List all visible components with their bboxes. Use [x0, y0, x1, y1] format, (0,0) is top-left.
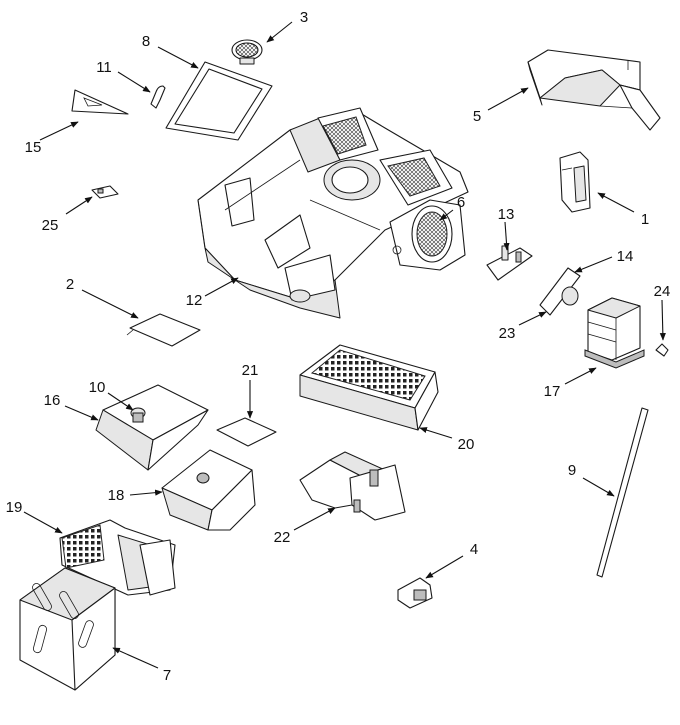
- part-10-thermostat: [130, 407, 146, 423]
- callout-25: 25: [42, 217, 59, 234]
- leader-14: [574, 256, 613, 273]
- callout-23: 23: [499, 325, 516, 342]
- callout-9: 9: [568, 462, 576, 479]
- callout-1: 1: [641, 211, 649, 228]
- leader-20: [419, 427, 453, 439]
- leader-10: [107, 392, 134, 411]
- leader-8: [157, 46, 199, 69]
- part-14-capacitor-bracket: [539, 267, 581, 316]
- part-24-clip: [655, 343, 669, 357]
- leader-4: [425, 555, 464, 579]
- part-16-top-cover: [95, 384, 209, 471]
- leader-15: [39, 121, 79, 141]
- part-1-bracket: [559, 151, 591, 213]
- callout-15: 15: [25, 139, 42, 156]
- part-3-fan-motor: [231, 39, 263, 65]
- leader-19: [23, 511, 63, 534]
- part-22-damper-assembly: [299, 451, 406, 521]
- callout-14: 14: [617, 248, 634, 265]
- part-18-box-bracket: [161, 449, 256, 531]
- part-5-duct-cover: [527, 49, 661, 131]
- leader-24: [659, 299, 666, 341]
- callout-18: 18: [108, 487, 125, 504]
- leader-12: [204, 277, 239, 297]
- leader-23: [518, 311, 547, 326]
- leader-1: [597, 192, 635, 213]
- callout-21: 21: [242, 362, 259, 379]
- part-19-shroud: [59, 519, 176, 596]
- leader-2: [81, 289, 139, 319]
- leader-25: [65, 196, 93, 215]
- callout-24: 24: [654, 283, 671, 300]
- part-11-tube: [150, 85, 166, 109]
- leader-13: [503, 221, 510, 251]
- leader-18: [129, 489, 163, 496]
- part-7-frame: [19, 567, 116, 691]
- leader-7: [112, 647, 159, 669]
- callout-11: 11: [96, 59, 112, 76]
- part-20-grate-tray: [299, 344, 439, 431]
- leader-3: [266, 21, 293, 43]
- part-25-small-bracket: [91, 185, 119, 199]
- callout-5: 5: [473, 108, 481, 125]
- part-15-label-plate: [71, 89, 129, 115]
- part-9-rod: [596, 407, 649, 578]
- callout-22: 22: [274, 529, 291, 546]
- callout-3: 3: [300, 9, 308, 26]
- leader-9: [582, 477, 615, 497]
- leader-16: [64, 405, 99, 421]
- leader-22: [293, 507, 336, 531]
- callout-4: 4: [470, 541, 478, 558]
- part-17-transformer: [584, 297, 645, 369]
- part-21-insulation-plate: [216, 417, 277, 447]
- callout-8: 8: [142, 33, 150, 50]
- callout-10: 10: [89, 379, 106, 396]
- callout-16: 16: [44, 392, 61, 409]
- callout-17: 17: [544, 383, 561, 400]
- callout-19: 19: [6, 499, 23, 516]
- part-2-cover-plate: [126, 313, 201, 347]
- callout-2: 2: [66, 276, 74, 293]
- callout-13: 13: [498, 206, 515, 223]
- leader-11: [117, 71, 151, 93]
- callout-12: 12: [186, 292, 203, 309]
- callout-7: 7: [163, 667, 171, 684]
- part-4-damper-motor: [397, 577, 433, 609]
- callout-20: 20: [458, 436, 475, 453]
- leader-lines: [23, 21, 666, 669]
- callout-labels: 3 8 11 15 25 5 1 6 13 14 23 24 17 2 12 1…: [6, 9, 671, 684]
- part-8-filter-frame: [165, 61, 273, 141]
- leader-6: [439, 209, 454, 221]
- part-13-switch: [486, 245, 533, 281]
- leader-5: [487, 87, 529, 111]
- callout-6: 6: [457, 194, 465, 211]
- part-12-main-housing: [197, 107, 469, 319]
- leader-17: [564, 367, 597, 385]
